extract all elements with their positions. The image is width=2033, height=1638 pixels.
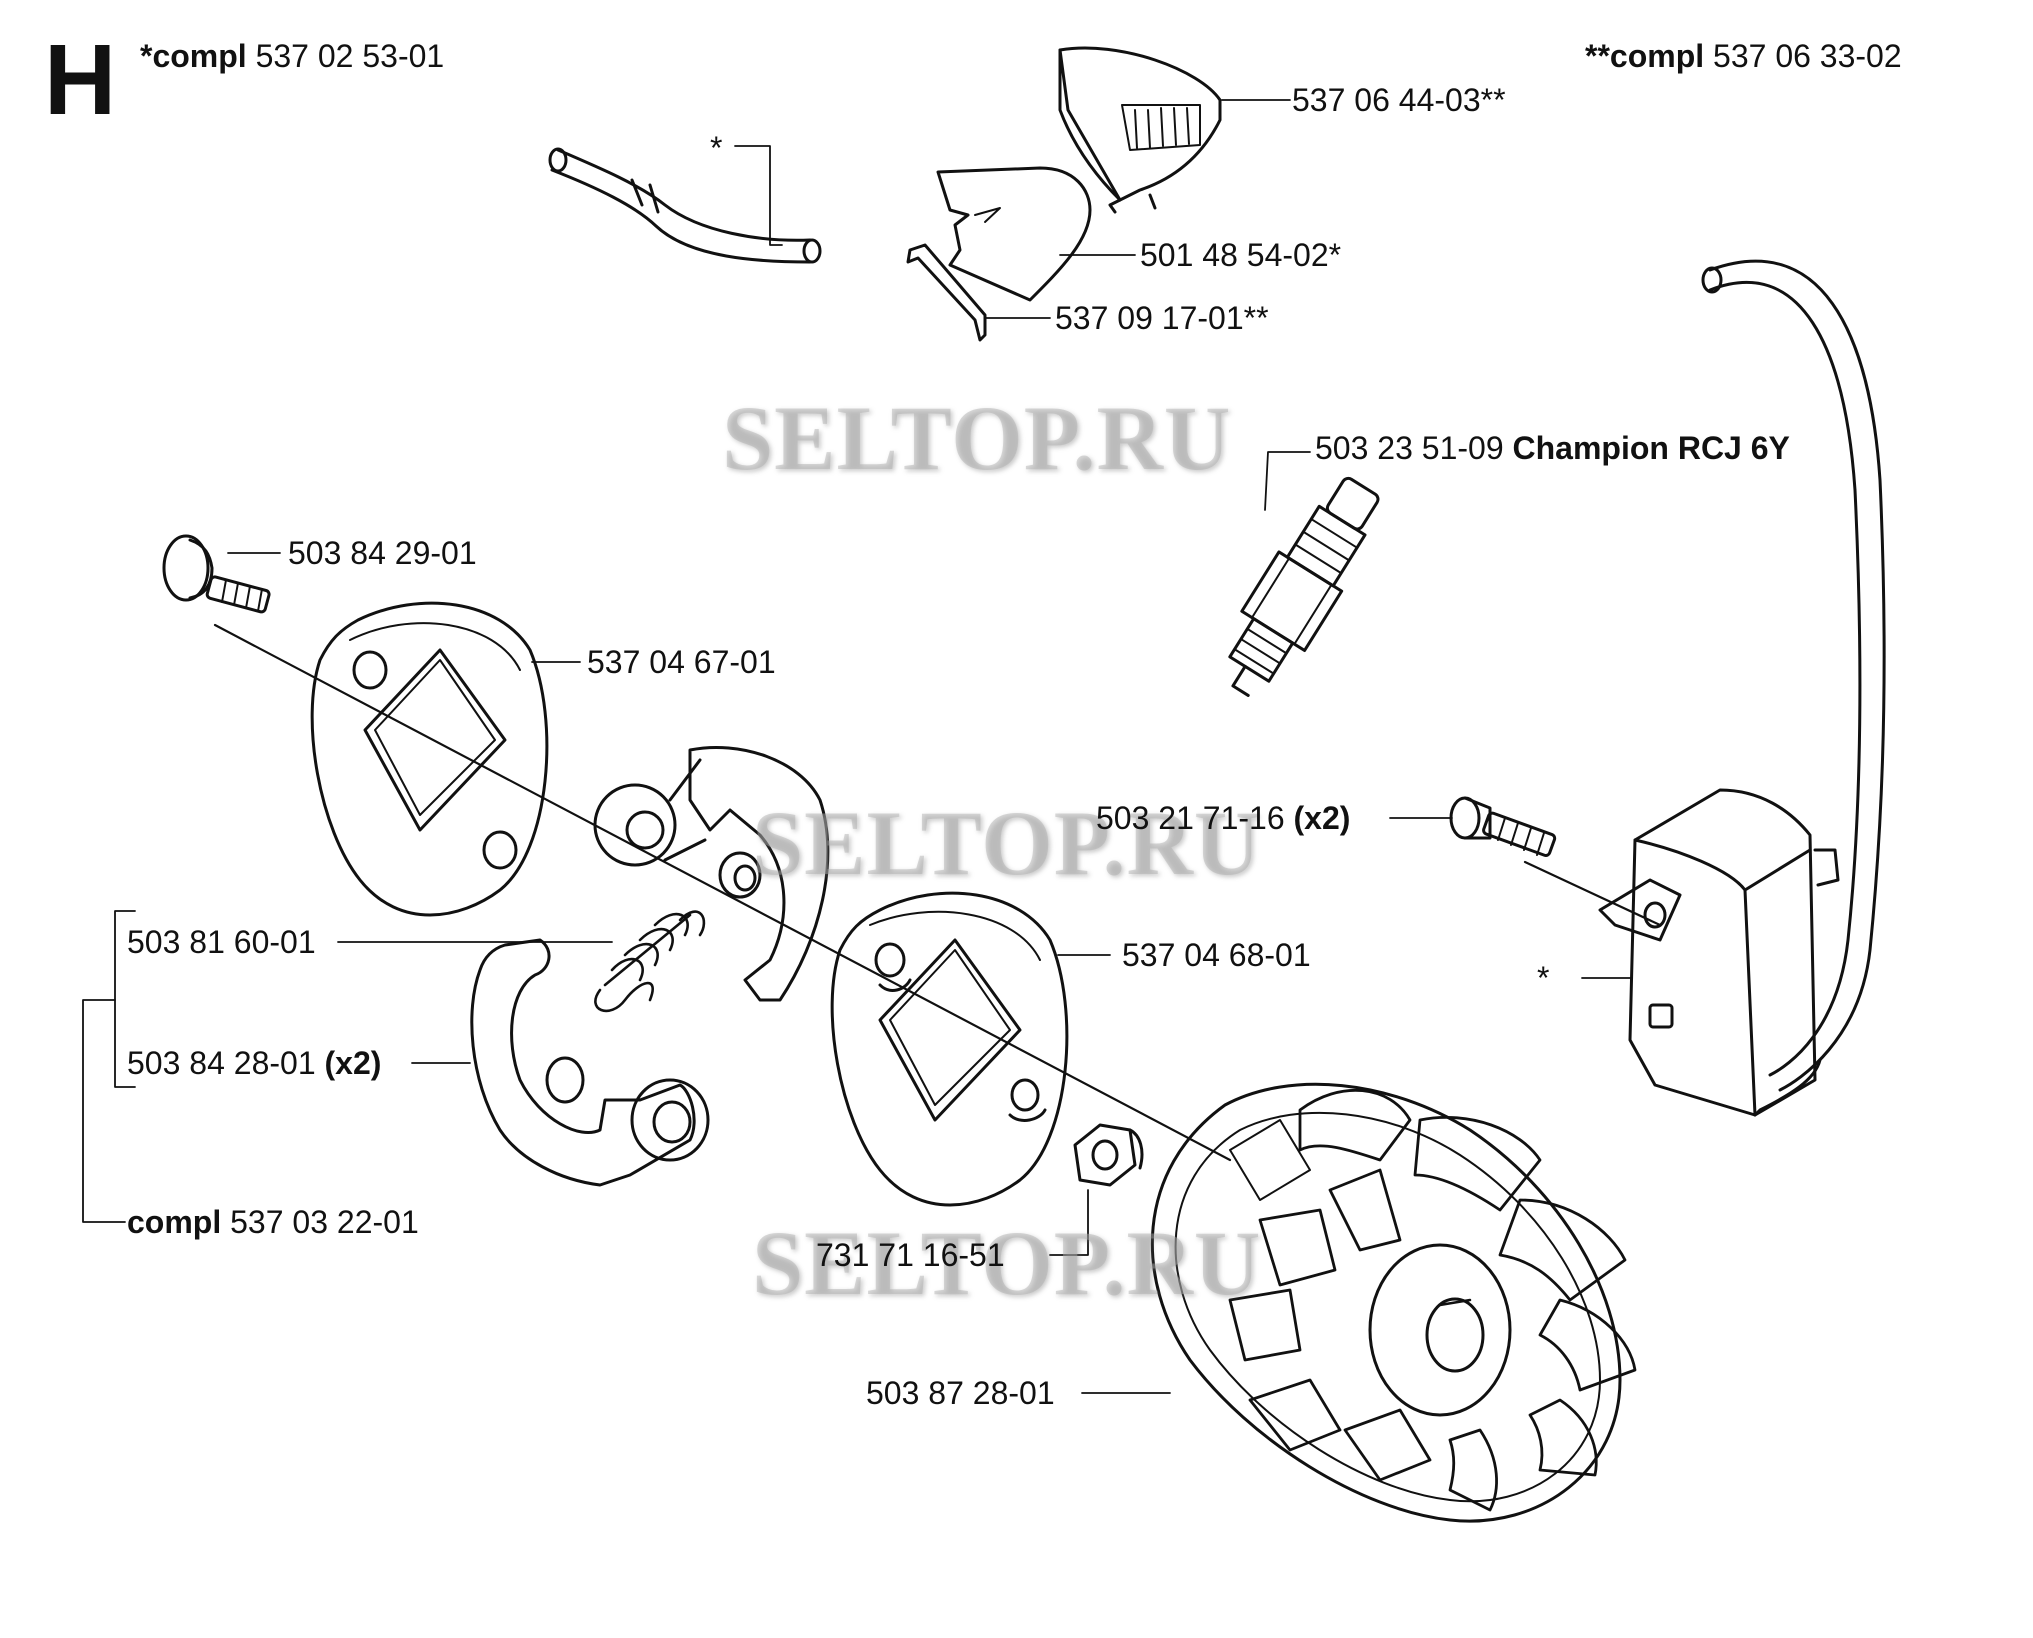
ht-lead <box>1701 259 1886 1092</box>
air-deflector <box>936 166 1092 302</box>
clutch-number: 537 03 22-01 <box>230 1204 419 1240</box>
ignition-screw-qty: (x2) <box>1293 800 1351 836</box>
spark-plug-number: 503 23 51-09 <box>1315 430 1504 466</box>
label-washer-plate-top: 537 04 67-01 <box>587 644 776 680</box>
clutch-prefix: compl <box>127 1204 222 1240</box>
label-washer-plate-bottom: 537 04 68-01 <box>1122 937 1311 973</box>
washer-plate-top <box>310 601 549 917</box>
bracket-clutch-kit <box>82 910 136 1223</box>
watermark-1: SELTOP.RU <box>722 387 1232 489</box>
clutch-shoe-lower <box>470 938 710 1187</box>
label-shoulder-screw: 503 84 29-01 <box>288 535 477 571</box>
watermark-2: SELTOP.RU <box>752 792 1262 894</box>
kit-note-right: **compl 537 06 33-02 <box>1585 40 1902 72</box>
washer-plate-bottom <box>830 891 1069 1207</box>
ignition-screw <box>1449 796 1557 857</box>
ignition-screw-number: 503 21 71-16 <box>1096 800 1285 836</box>
section-letter: H <box>44 24 117 136</box>
leader-nut <box>1049 1189 1089 1256</box>
label-cover: 537 06 44-03** <box>1292 82 1506 118</box>
shoe-number: 503 84 28-01 <box>127 1045 316 1081</box>
ignition-module <box>1598 788 1840 1117</box>
nut <box>1073 1123 1144 1187</box>
label-spring: 503 81 60-01 <box>127 924 316 960</box>
label-shoe: 503 84 28-01 (x2) <box>127 1047 381 1079</box>
label-spark-plug: 503 23 51-09 Champion RCJ 6Y <box>1315 432 1790 464</box>
label-clip: 537 09 17-01** <box>1055 300 1269 336</box>
label-air-deflector: 501 48 54-02* <box>1140 237 1342 273</box>
label-clutch-kit: compl 537 03 22-01 <box>127 1206 419 1238</box>
shoe-qty: (x2) <box>324 1045 382 1081</box>
top-cover <box>1058 46 1222 214</box>
kit-note-left-prefix: *compl <box>140 38 247 74</box>
spark-plug <box>1228 476 1380 697</box>
leader-spark-plug <box>1264 451 1311 511</box>
spark-plug-name: Champion RCJ 6Y <box>1512 430 1790 466</box>
label-fuel-hose-star: * <box>710 130 723 166</box>
label-ignition-screw: 503 21 71-16 (x2) <box>1096 802 1350 834</box>
kit-note-right-prefix: **compl <box>1585 38 1705 74</box>
leader-fuel-hose <box>734 145 783 246</box>
fuel-hose <box>548 147 822 264</box>
label-flywheel: 503 87 28-01 <box>866 1375 1055 1411</box>
clutch-spring <box>594 910 706 1013</box>
kit-note-right-number: 537 06 33-02 <box>1713 38 1902 74</box>
label-module-star: * <box>1537 960 1550 996</box>
label-nut: 731 71 16-51 <box>816 1237 1005 1273</box>
clip <box>906 243 987 342</box>
watermark-3: SELTOP.RU <box>752 1212 1262 1314</box>
shoulder-screw <box>162 534 271 614</box>
kit-note-left-number: 537 02 53-01 <box>255 38 445 74</box>
kit-note-left: *compl 537 02 53-01 <box>140 40 444 72</box>
flywheel <box>1150 1082 1637 1523</box>
assembly-axis-line <box>213 623 1232 1162</box>
clutch-shoe-upper <box>593 745 830 1002</box>
ignition-screw-axis <box>1523 860 1662 927</box>
